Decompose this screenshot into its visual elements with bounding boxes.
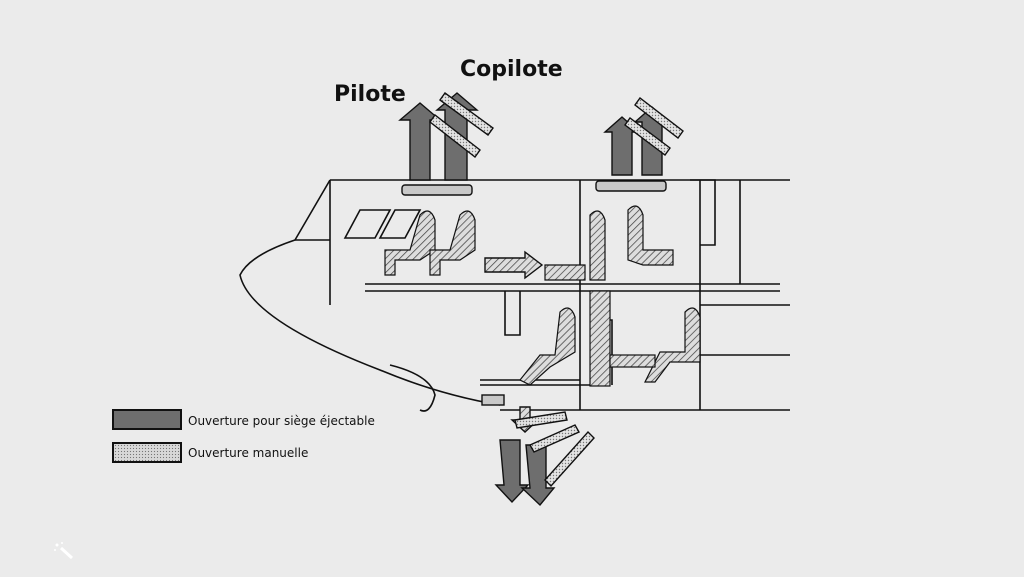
crew-pilot: [384, 210, 436, 276]
fuselage-outline: [239, 179, 790, 412]
copilot-label: Copilote: [460, 57, 563, 82]
hatch-panels-rear: [624, 97, 684, 156]
pilot-hatch: [401, 184, 473, 196]
escape-arrows: [398, 92, 684, 507]
down-eject-arrow-1: [494, 439, 530, 504]
ladder: [589, 290, 611, 387]
crew-seated-right: [644, 307, 701, 383]
down-eject-arrow-2: [520, 444, 556, 507]
crew-standing: [589, 210, 606, 281]
crew-seated-lower: [519, 307, 576, 386]
lower-hatch: [481, 394, 505, 406]
panel: [544, 264, 586, 281]
crew-move-arrow: [484, 250, 544, 280]
legend-label-ejectable: Ouverture pour siège éjectable: [188, 414, 375, 428]
copilot-hatch: [595, 180, 667, 192]
crew-figures: [384, 205, 701, 387]
legend-label-manual: Ouverture manuelle: [188, 446, 309, 460]
magic-wand-icon[interactable]: [52, 540, 76, 560]
hatches: [401, 180, 667, 406]
walkway: [609, 354, 656, 368]
legend-swatch-ejectable: [112, 409, 182, 430]
crew-copilot: [429, 210, 476, 276]
hatch-panels-pilot: [429, 92, 494, 159]
legend-swatch-manual: [112, 442, 182, 463]
pilot-eject-arrow: [398, 102, 442, 181]
crew-seated-upper: [627, 205, 674, 266]
lower-hatch-panels: [514, 411, 595, 488]
pilot-label: Pilote: [334, 82, 406, 107]
